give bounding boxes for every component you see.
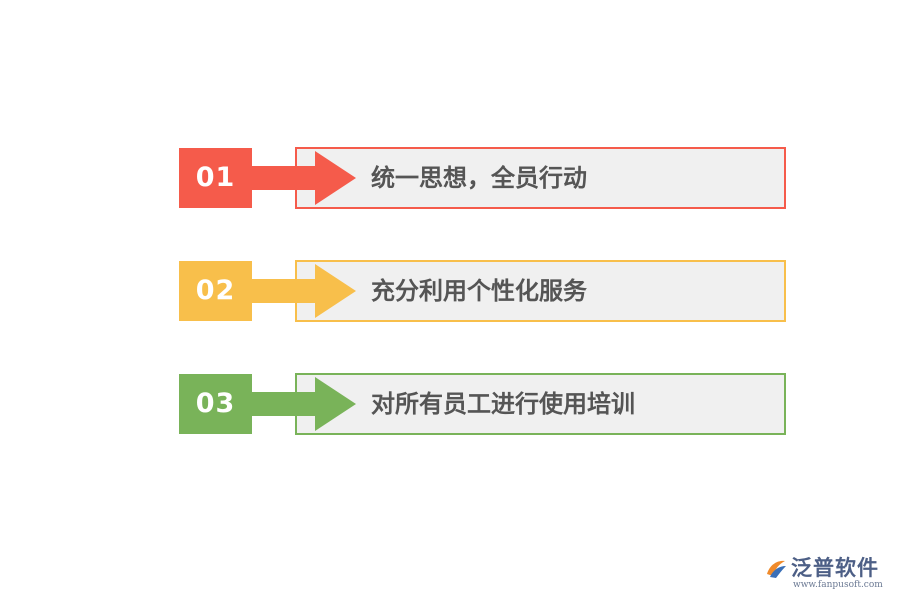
step-1-box <box>295 147 786 209</box>
step-2-text: 充分利用个性化服务 <box>371 277 587 305</box>
brand-logo: 泛普软件 www.fanpusoft.com <box>764 550 888 594</box>
step-3: 03 对所有员工进行使用培训 <box>179 373 786 435</box>
logo-mark-orange <box>767 560 785 576</box>
logo-mark-blue <box>770 566 786 578</box>
step-2: 02 充分利用个性化服务 <box>179 260 786 322</box>
step-2-box <box>295 260 786 322</box>
step-1-arrow-icon <box>252 151 356 205</box>
step-3-box <box>295 373 786 435</box>
step-3-text: 对所有员工进行使用培训 <box>371 390 635 418</box>
logo-url: www.fanpusoft.com <box>793 580 883 590</box>
step-2-arrow-icon <box>252 264 356 318</box>
step-3-number: 03 <box>179 374 252 434</box>
fanpu-logo-icon <box>767 560 786 578</box>
step-2-number: 02 <box>179 261 252 321</box>
step-1-number: 01 <box>179 148 252 208</box>
step-1-text: 统一思想，全员行动 <box>371 164 587 192</box>
step-1: 01 统一思想，全员行动 <box>179 147 786 209</box>
logo-name: 泛普软件 <box>791 556 879 580</box>
step-3-arrow-icon <box>252 377 356 431</box>
